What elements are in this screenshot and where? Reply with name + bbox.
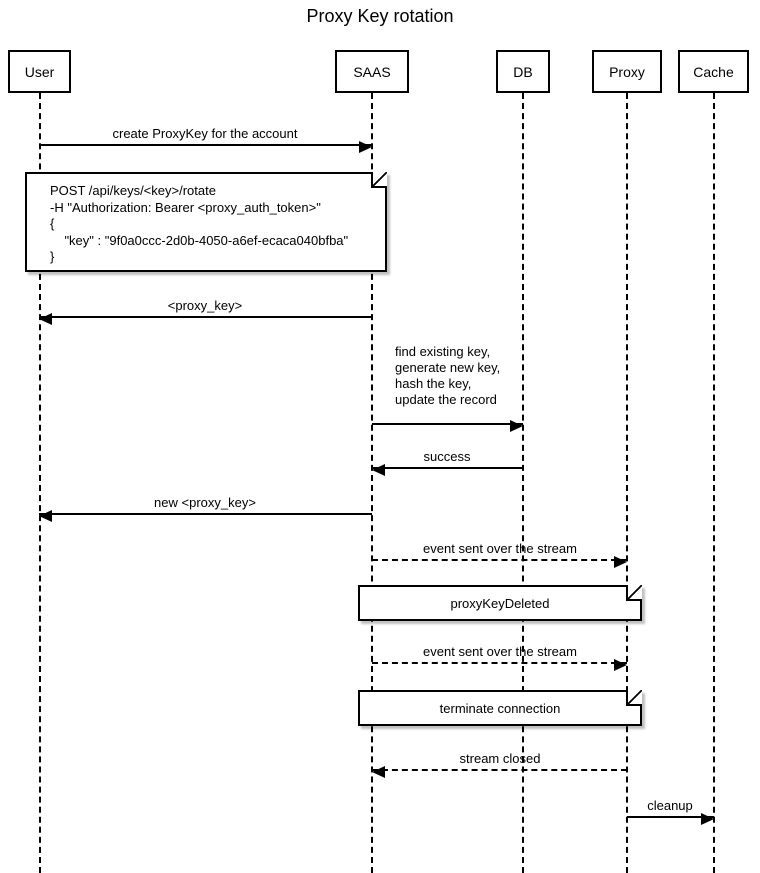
- message-cleanup-arrow: [627, 813, 714, 825]
- actor-proxy: Proxy: [592, 50, 662, 93]
- message-success-arrow: [372, 464, 523, 476]
- arrowhead-left-icon: [372, 464, 385, 476]
- actor-cache-label: Cache: [693, 63, 734, 80]
- arrowhead-right-icon: [359, 141, 372, 153]
- message-proxy-key-label: <proxy_key>: [167, 298, 243, 313]
- arrowhead-right-icon: [614, 556, 627, 568]
- note-terminate-connection: terminate connection: [358, 690, 642, 726]
- note-line: "key" : "9f0a0ccc-2d0b-4050-a6ef-ecaca04…: [50, 232, 349, 248]
- note-terminate-connection-text: terminate connection: [439, 700, 561, 716]
- message-event-stream-1-arrow: [372, 556, 627, 568]
- message-cleanup-label: cleanup: [647, 798, 693, 813]
- lifeline-proxy: [626, 93, 628, 873]
- message-db-update-label: find existing key, generate new key, has…: [395, 344, 525, 408]
- lifeline-saas: [371, 93, 373, 873]
- actor-user-label: User: [24, 63, 55, 80]
- note-rotate-request: POST /api/keys/<key>/rotate -H "Authoriz…: [25, 172, 387, 272]
- arrowhead-right-icon: [701, 813, 714, 825]
- arrowhead-right-icon: [510, 420, 523, 432]
- note-rotate-request-body: POST /api/keys/<key>/rotate -H "Authoriz…: [27, 174, 385, 266]
- message-db-update-label-line: find existing key,: [395, 344, 491, 359]
- message-db-update-label-line: hash the key,: [395, 376, 472, 391]
- arrowhead-left-icon: [39, 313, 52, 325]
- note-fold-icon: [371, 172, 387, 188]
- lifeline-cache: [712, 93, 715, 873]
- message-stream-closed-arrow: [372, 766, 627, 778]
- diagram-title: Proxy Key rotation: [306, 6, 454, 26]
- message-success-label: success: [423, 449, 471, 464]
- message-create-proxykey-label: create ProxyKey for the account: [112, 126, 298, 141]
- actor-db-label: DB: [513, 63, 533, 80]
- message-db-update-arrow: [372, 420, 523, 432]
- note-fold-icon: [626, 585, 642, 601]
- message-new-proxy-key-label: new <proxy_key>: [154, 495, 256, 510]
- actor-proxy-label: Proxy: [609, 63, 645, 80]
- note-proxykeydeleted: proxyKeyDeleted: [358, 585, 642, 621]
- arrowhead-left-icon: [372, 766, 385, 778]
- note-line: POST /api/keys/<key>/rotate: [50, 183, 216, 198]
- message-event-stream-1-label: event sent over the stream: [423, 541, 577, 556]
- message-create-proxykey-arrow: [39, 141, 372, 153]
- lifeline-user: [38, 93, 41, 873]
- arrowhead-right-icon: [614, 659, 627, 671]
- message-proxy-key-arrow: [39, 313, 372, 325]
- arrowhead-left-icon: [39, 510, 52, 522]
- message-event-stream-2-arrow: [372, 659, 627, 671]
- actor-saas: SAAS: [335, 50, 409, 93]
- note-line: -H "Authorization: Bearer <proxy_auth_to…: [50, 199, 321, 215]
- message-stream-closed-label: stream closed: [459, 751, 541, 766]
- message-event-stream-2-label: event sent over the stream: [423, 644, 577, 659]
- message-new-proxy-key-arrow: [39, 510, 372, 522]
- actor-db: DB: [496, 50, 550, 93]
- lifeline-db: [522, 93, 524, 873]
- note-line: {: [50, 216, 55, 231]
- actor-cache: Cache: [678, 50, 749, 93]
- note-fold-icon: [626, 690, 642, 706]
- note-proxykeydeleted-text: proxyKeyDeleted: [450, 595, 550, 611]
- message-db-update-label-line: generate new key,: [395, 360, 501, 375]
- actor-user: User: [8, 50, 71, 93]
- actor-saas-label: SAAS: [353, 63, 391, 80]
- message-db-update-label-line: update the record: [395, 392, 497, 407]
- note-line: }: [50, 249, 55, 264]
